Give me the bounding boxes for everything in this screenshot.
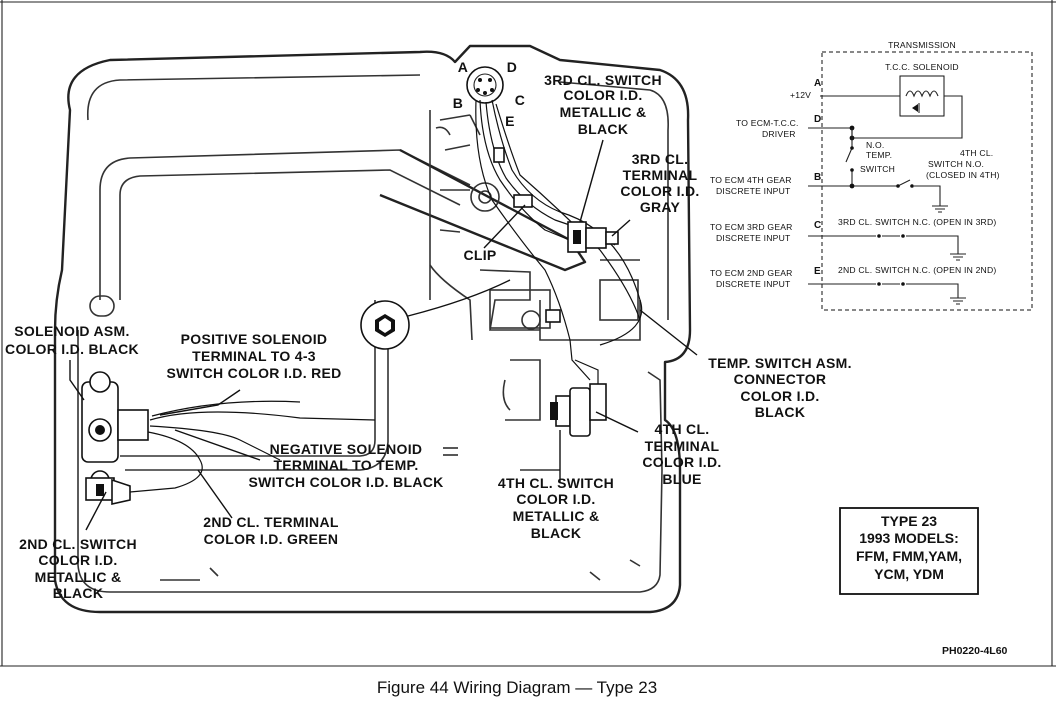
figure-caption: Figure 44 Wiring Diagram — Type 23 — [377, 678, 657, 697]
to-ecm-4th-label-1: TO ECM 4TH GEAR — [710, 175, 792, 185]
svg-text:TERMINAL TO TEMP.: TERMINAL TO TEMP. — [273, 457, 418, 473]
callout-fourth-clutch-switch: 4TH CL. SWITCH COLOR I.D. METALLIC & BLA… — [498, 475, 614, 541]
second-switch-nc-label: 2ND CL. SWITCH N.C. (OPEN IN 2ND) — [838, 265, 996, 275]
to-ecm-tcc-label-line1: TO ECM-T.C.C. — [736, 118, 799, 128]
callout-negative-solenoid-terminal: NEGATIVE SOLENOID TERMINAL TO TEMP. SWIT… — [248, 441, 443, 490]
svg-text:BLACK: BLACK — [755, 404, 806, 420]
svg-text:COLOR I.D.: COLOR I.D. — [642, 454, 721, 470]
to-ecm-4th-label-2: DISCRETE INPUT — [716, 186, 791, 196]
callout-fourth-clutch-terminal: 4TH CL. TERMINAL COLOR I.D. BLUE — [642, 421, 721, 487]
svg-text:COLOR I.D.: COLOR I.D. — [38, 552, 117, 568]
connector-pin-a: A — [458, 59, 468, 75]
svg-text:3RD CL. SWITCH: 3RD CL. SWITCH — [544, 72, 662, 88]
to-ecm-3rd-label-2: DISCRETE INPUT — [716, 233, 791, 243]
callout-positive-solenoid-terminal: POSITIVE SOLENOID TERMINAL TO 4-3 SWITCH… — [166, 331, 341, 381]
svg-text:SOLENOID ASM.: SOLENOID ASM. — [14, 323, 129, 339]
svg-text:BLACK: BLACK — [531, 525, 582, 541]
svg-text:METALLIC &: METALLIC & — [35, 569, 122, 585]
no-temp-switch-label-3: SWITCH — [860, 164, 895, 174]
no-temp-switch-label-2: TEMP. — [866, 150, 892, 160]
to-ecm-2nd-label-2: DISCRETE INPUT — [716, 279, 791, 289]
svg-text:TERMINAL: TERMINAL — [623, 167, 698, 183]
svg-text:COLOR I.D.: COLOR I.D. — [563, 87, 642, 103]
svg-text:SWITCH COLOR I.D. RED: SWITCH COLOR I.D. RED — [166, 365, 341, 381]
schematic-pin-c: C — [814, 220, 821, 231]
svg-text:3RD CL.: 3RD CL. — [632, 151, 689, 167]
schematic-pin-d: D — [814, 114, 821, 125]
solenoid-assembly — [81, 371, 149, 505]
svg-text:GRAY: GRAY — [640, 199, 681, 215]
svg-text:2ND CL. SWITCH: 2ND CL. SWITCH — [19, 536, 137, 552]
fourth-clutch-switch — [550, 359, 607, 437]
callout-third-clutch-switch: 3RD CL. SWITCH COLOR I.D. METALLIC & BLA… — [544, 72, 662, 137]
callout-second-clutch-switch: 2ND CL. SWITCH COLOR I.D. METALLIC & BLA… — [19, 536, 137, 601]
connector-pin-c: C — [515, 92, 525, 108]
schematic-title: TRANSMISSION — [888, 40, 956, 50]
connector-pin-b: B — [453, 95, 463, 111]
fourth-switch-label-2: SWITCH N.O. — [928, 159, 984, 169]
wire-harness — [129, 99, 643, 493]
connector-pin-d: D — [507, 59, 517, 75]
svg-text:4TH CL.: 4TH CL. — [655, 421, 710, 437]
reference-code: PH0220-4L60 — [942, 645, 1008, 657]
svg-text:FFM, FMM,YAM,: FFM, FMM,YAM, — [856, 548, 962, 564]
transmission-case-outline — [53, 44, 692, 614]
svg-text:2ND CL. TERMINAL: 2ND CL. TERMINAL — [203, 514, 339, 530]
frame-border — [0, 0, 1056, 667]
to-ecm-2nd-label-1: TO ECM 2ND GEAR — [710, 268, 793, 278]
svg-text:COLOR I.D.: COLOR I.D. — [516, 491, 595, 507]
fourth-switch-label-1: 4TH CL. — [960, 148, 993, 158]
fourth-switch-label-3: (CLOSED IN 4TH) — [926, 170, 1000, 180]
svg-text:TERMINAL TO 4-3: TERMINAL TO 4-3 — [192, 348, 316, 364]
callout-solenoid-assembly: SOLENOID ASM. COLOR I.D. BLACK — [5, 323, 139, 357]
third-switch-nc-label: 3RD CL. SWITCH N.C. (OPEN IN 3RD) — [838, 217, 996, 227]
svg-text:NEGATIVE SOLENOID: NEGATIVE SOLENOID — [270, 441, 423, 457]
svg-text:COLOR I.D.: COLOR I.D. — [620, 183, 699, 199]
callout-temp-switch-connector: TEMP. SWITCH ASM. CONNECTOR COLOR I.D. B… — [708, 355, 852, 420]
to-ecm-tcc-label-line2: DRIVER — [762, 129, 796, 139]
svg-text:YCM, YDM: YCM, YDM — [874, 566, 944, 582]
svg-text:METALLIC &: METALLIC & — [513, 508, 600, 524]
svg-text:COLOR I.D.: COLOR I.D. — [740, 388, 819, 404]
svg-text:SWITCH COLOR I.D. BLACK: SWITCH COLOR I.D. BLACK — [248, 474, 443, 490]
harness-connector: A D B C E — [453, 59, 525, 129]
svg-text:4TH CL. SWITCH: 4TH CL. SWITCH — [498, 475, 614, 491]
to-ecm-3rd-label-1: TO ECM 3RD GEAR — [710, 222, 793, 232]
plus12v-label: +12V — [790, 90, 811, 100]
manual-lever — [360, 279, 511, 350]
callout-second-clutch-terminal: 2ND CL. TERMINAL COLOR I.D. GREEN — [203, 514, 339, 547]
schematic-pin-b: B — [814, 172, 821, 183]
model-type-box: TYPE 23 1993 MODELS: FFM, FMM,YAM, YCM, … — [839, 507, 979, 595]
callout-clip: CLIP — [463, 247, 496, 263]
tcc-solenoid-label: T.C.C. SOLENOID — [885, 62, 959, 72]
callout-third-clutch-terminal: 3RD CL. TERMINAL COLOR I.D. GRAY — [620, 151, 699, 215]
schematic-pin-a: A — [814, 78, 821, 89]
svg-text:1993 MODELS:: 1993 MODELS: — [859, 530, 959, 546]
third-clutch-switch — [567, 221, 619, 253]
no-temp-switch-label-1: N.O. — [866, 140, 884, 150]
schematic-pin-e: E — [814, 266, 821, 277]
svg-text:BLUE: BLUE — [662, 471, 701, 487]
transmission-schematic: TRANSMISSION T.C.C. SOLENOID +12V A TO E… — [710, 40, 1033, 311]
svg-text:TYPE 23: TYPE 23 — [881, 513, 937, 529]
svg-text:TEMP. SWITCH ASM.: TEMP. SWITCH ASM. — [708, 355, 852, 371]
svg-text:POSITIVE SOLENOID: POSITIVE SOLENOID — [181, 331, 328, 347]
svg-text:BLACK: BLACK — [53, 585, 104, 601]
svg-text:BLACK: BLACK — [578, 121, 629, 137]
svg-text:COLOR I.D. BLACK: COLOR I.D. BLACK — [5, 341, 139, 357]
svg-text:CONNECTOR: CONNECTOR — [734, 371, 827, 387]
svg-text:COLOR I.D. GREEN: COLOR I.D. GREEN — [204, 531, 339, 547]
svg-text:METALLIC &: METALLIC & — [560, 104, 647, 120]
svg-text:TERMINAL: TERMINAL — [645, 438, 720, 454]
leader-lines — [69, 139, 698, 531]
connector-pin-e: E — [505, 113, 515, 129]
